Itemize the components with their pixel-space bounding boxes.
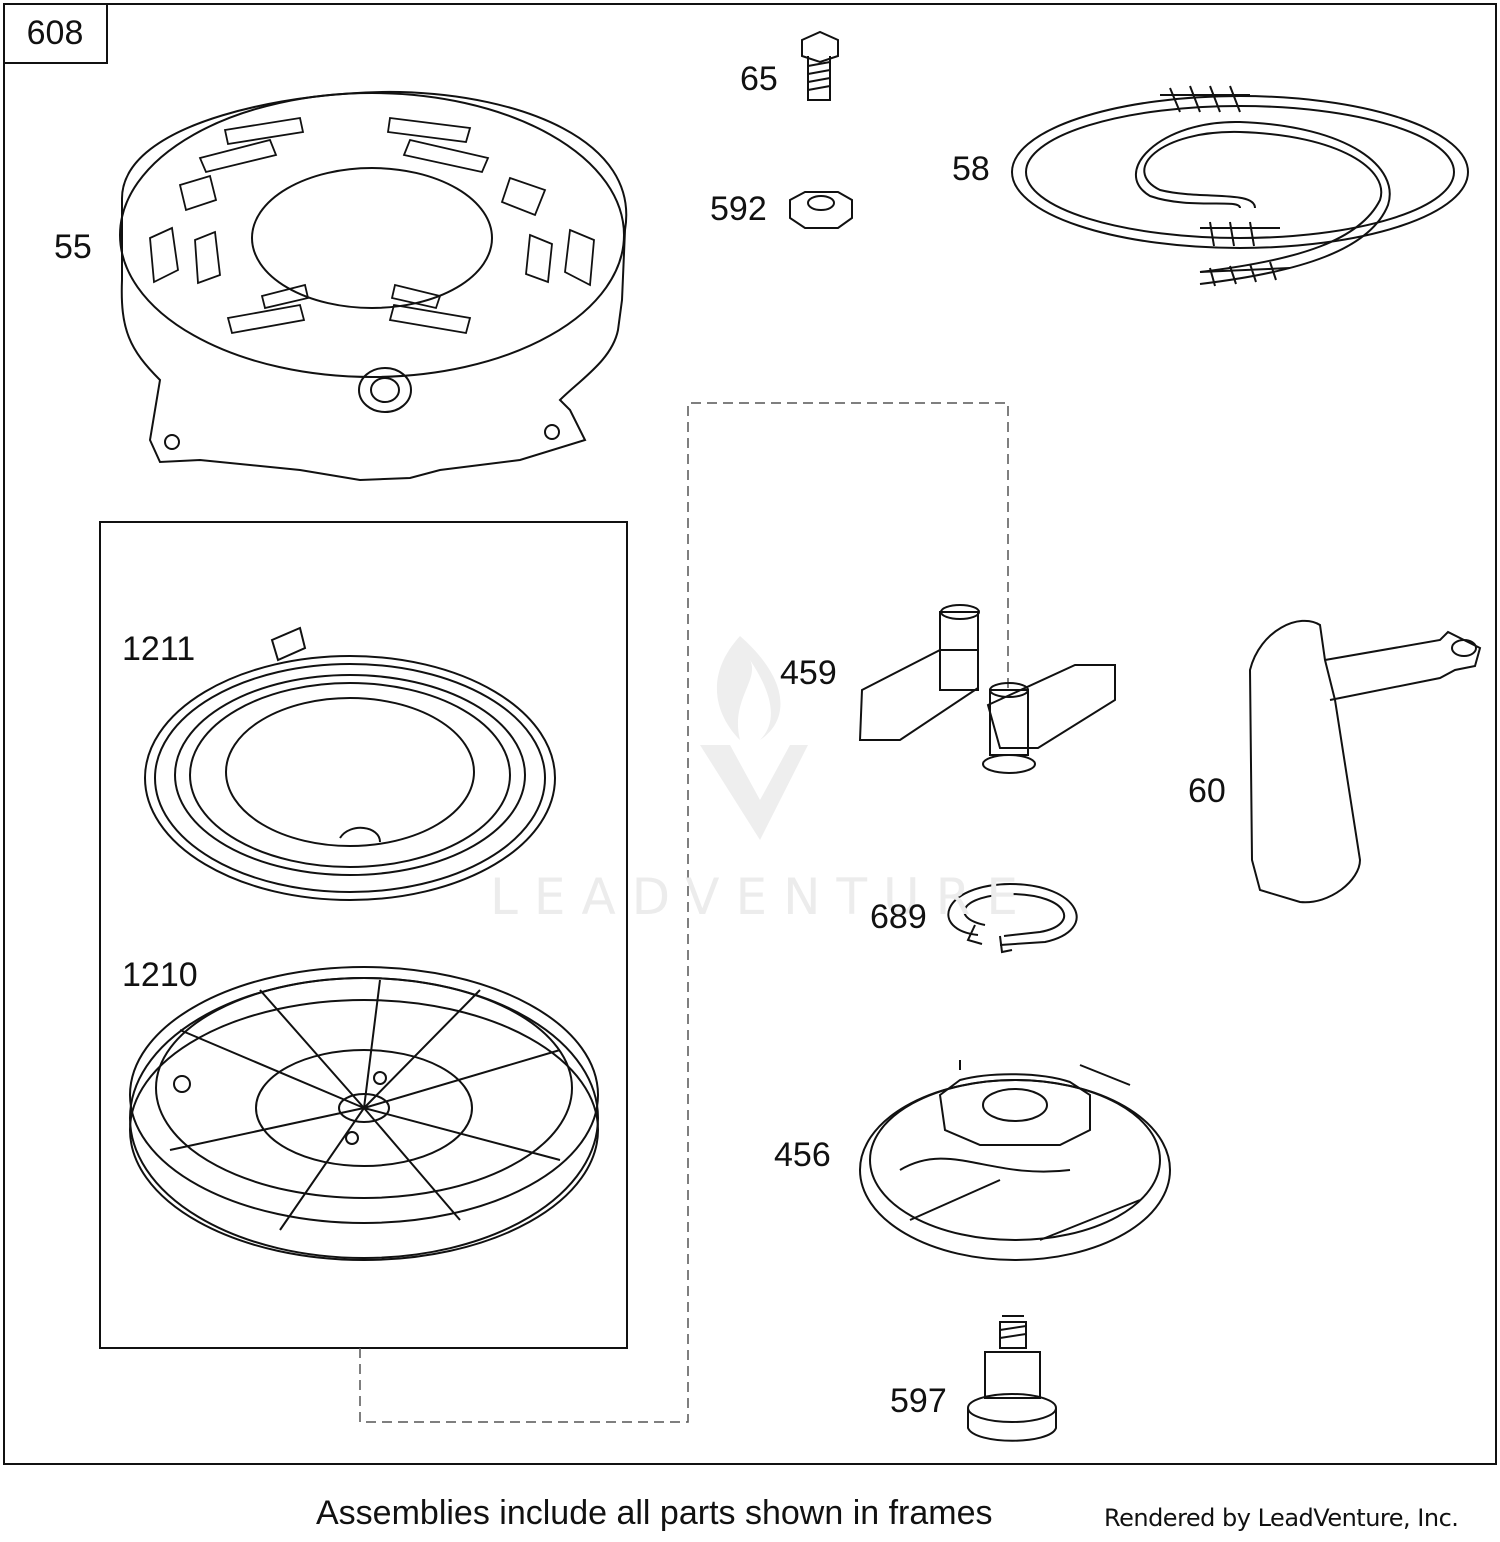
part-459-dog-drawing <box>858 604 1116 774</box>
part-label-597: 597 <box>890 1382 947 1420</box>
part-456-ratchet-drawing <box>859 1060 1171 1261</box>
part-58-rope-drawing <box>1011 85 1469 287</box>
rendered-by-credit: Rendered by LeadVenture, Inc. <box>1104 1504 1459 1532</box>
diagram-frame <box>3 3 1497 1465</box>
part-label-65: 65 <box>740 60 778 98</box>
part-label-456: 456 <box>774 1136 831 1174</box>
leadventure-watermark-logo <box>700 636 808 840</box>
part-label-689: 689 <box>870 898 927 936</box>
part-1210-pulley-drawing <box>129 966 599 1261</box>
part-label-459: 459 <box>780 654 837 692</box>
part-label-1211: 1211 <box>122 630 196 668</box>
part-60-handle-drawing <box>1248 619 1482 904</box>
part-592-nut-drawing <box>789 191 853 229</box>
part-label-58: 58 <box>952 150 990 188</box>
assembly-number: 608 <box>26 13 84 52</box>
part-label-1210: 1210 <box>122 956 198 994</box>
assembly-frame <box>99 521 628 1349</box>
part-1211-spring-drawing <box>144 626 556 901</box>
part-label-55: 55 <box>54 228 92 266</box>
assembly-number-box: 608 <box>4 4 108 64</box>
part-689-ring-drawing <box>947 882 1078 954</box>
watermark-text: LEADVENTURE <box>490 868 1034 926</box>
part-597-screw-drawing <box>967 1315 1057 1442</box>
footer-note: Assemblies include all parts shown in fr… <box>316 1494 993 1532</box>
part-65-bolt-drawing <box>801 30 839 101</box>
part-label-60: 60 <box>1188 772 1226 810</box>
part-55-recoil-housing-drawing <box>119 90 628 482</box>
part-label-592: 592 <box>710 190 767 228</box>
